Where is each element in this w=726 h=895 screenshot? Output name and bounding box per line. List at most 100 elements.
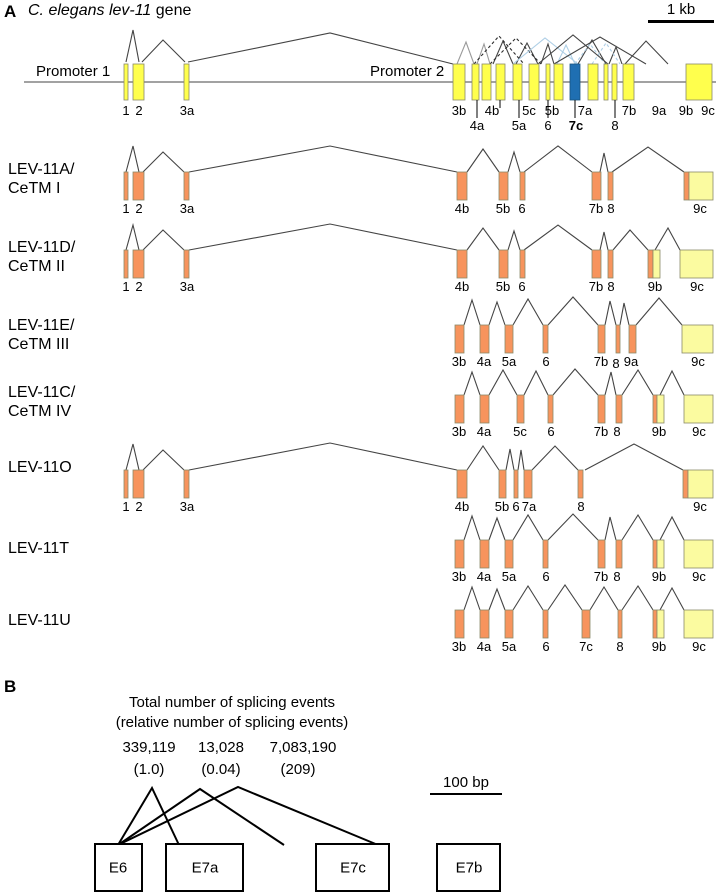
lev11e-exon-label-3b: 3b: [451, 354, 467, 369]
panel-b-count-2: 13,028: [198, 739, 244, 756]
gene-exon-label-4a: 4a: [469, 118, 485, 133]
panel-a-title: C. elegans lev-11 gene: [28, 2, 191, 20]
track-lev11u: [454, 584, 714, 639]
lev11e-exon-label-4a: 4a: [476, 354, 492, 369]
panel-b-box-label-e6: E6: [108, 859, 128, 877]
gene-exon-label-3b: 3b: [451, 103, 467, 118]
gene-exon-label-9b: 9b: [678, 103, 694, 118]
track-lev11c: [454, 368, 714, 424]
lev11d-exon-label-4b: 4b: [454, 279, 470, 294]
panel-b-relative-2: (0.04): [201, 761, 241, 778]
track-label-lev11a-line1: LEV-11A/: [8, 161, 75, 178]
scale-bar-1kb: 1 kb: [648, 2, 714, 23]
gene-exon-label-5b: 5b: [544, 103, 560, 118]
lev11e-exon-label-9a: 9a: [623, 354, 639, 369]
gene-exon-ticks: [476, 100, 616, 118]
lev11u-exon-label-9c: 9c: [692, 639, 706, 654]
scale-bar-100bp-label: 100 bp: [443, 774, 489, 791]
gene-exon-label-1: 1: [122, 103, 130, 118]
lev11u-exon-label-9b: 9b: [651, 639, 667, 654]
lev11o-exon-label-7a: 7a: [521, 499, 537, 514]
gene-exons: [123, 63, 713, 101]
gene-exon-label-6: 6: [544, 118, 552, 133]
panel-b-box-label-e7b: E7b: [455, 859, 483, 877]
lev11c-exon-label-5c: 5c: [513, 424, 527, 439]
lev11c-exon-label-8: 8: [613, 424, 621, 439]
gene-exon-label-3a: 3a: [179, 103, 195, 118]
lev11a-exon-label-9c: 9c: [693, 201, 707, 216]
lev11t-exon-label-5a: 5a: [501, 569, 517, 584]
panel-b-box-e7c: [315, 843, 390, 892]
lev11t-exon-label-9b: 9b: [651, 569, 667, 584]
panel-a-title-gene: lev-11: [108, 2, 152, 19]
lev11u-exon-label-6: 6: [542, 639, 550, 654]
panel-b-box-label-e7a: E7a: [191, 859, 219, 877]
lev11c-exon-label-4a: 4a: [476, 424, 492, 439]
scale-bar-1kb-line: [648, 20, 714, 23]
panel-a-title-suffix: gene: [151, 2, 192, 19]
track-lev11d: [123, 222, 714, 279]
track-label-lev11c-line1: LEV-11C/: [8, 384, 76, 401]
panel-b-count-3: 7,083,190: [269, 739, 337, 756]
panel-b-caption-line2: (relative number of splicing events): [115, 714, 349, 731]
panel-b-box-label-e7c: E7c: [340, 859, 366, 877]
lev11t-exon-label-6: 6: [542, 569, 550, 584]
gene-exon-label-7a: 7a: [577, 103, 593, 118]
panel-b-box-e7a: [165, 843, 244, 892]
lev11a-exon-label-4b: 4b: [454, 201, 470, 216]
lev11c-exon-label-7b: 7b: [593, 424, 609, 439]
lev11e-exon-label-5a: 5a: [501, 354, 517, 369]
lev11c-exon-label-9b: 9b: [651, 424, 667, 439]
track-label-lev11d-line1: LEV-11D/: [8, 239, 76, 256]
lev11u-exon-label-8: 8: [616, 639, 624, 654]
track-lev11o: [123, 442, 714, 499]
lev11o-exon-label-1: 1: [122, 499, 130, 514]
lev11d-exon-label-5b: 5b: [495, 279, 511, 294]
lev11d-exon-label-9c: 9c: [690, 279, 704, 294]
lev11o-exon-label-5b: 5b: [494, 499, 510, 514]
lev11c-exon-label-9c: 9c: [692, 424, 706, 439]
gene-intron-lines: [125, 29, 669, 65]
lev11u-exon-label-7c: 7c: [579, 639, 593, 654]
panel-b-box-e7b: [436, 843, 501, 892]
track-lev11e: [454, 296, 714, 354]
lev11o-exon-label-6: 6: [512, 499, 520, 514]
lev11a-exon-label-7b: 7b: [588, 201, 604, 216]
lev11a-exon-label-3a: 3a: [179, 201, 195, 216]
panel-b-letter: B: [4, 677, 17, 696]
lev11t-exon-label-7b: 7b: [593, 569, 609, 584]
lev11t-exon-label-4a: 4a: [476, 569, 492, 584]
lev11a-exon-label-2: 2: [135, 201, 143, 216]
lev11a-exon-label-5b: 5b: [495, 201, 511, 216]
lev11t-exon-label-9c: 9c: [692, 569, 706, 584]
lev11o-exon-label-3a: 3a: [179, 499, 195, 514]
lev11e-exon-label-9c: 9c: [691, 354, 705, 369]
lev11a-exon-label-6: 6: [518, 201, 526, 216]
lev11d-exon-label-9b: 9b: [647, 279, 663, 294]
lev11d-exon-label-2: 2: [135, 279, 143, 294]
lev11t-exon-label-3b: 3b: [451, 569, 467, 584]
track-label-lev11c-line2: CeTM IV: [8, 403, 72, 420]
lev11c-exon-label-6: 6: [547, 424, 555, 439]
lev11o-exon-label-2: 2: [135, 499, 143, 514]
track-label-lev11t: LEV-11T: [8, 540, 70, 557]
track-lev11a: [123, 145, 714, 201]
gene-exon-label-4b: 4b: [484, 103, 500, 118]
gene-exon-label-7b: 7b: [621, 103, 637, 118]
lev11t-exon-label-8: 8: [613, 569, 621, 584]
lev11d-exon-label-8: 8: [607, 279, 615, 294]
lev11c-exon-label-3b: 3b: [451, 424, 467, 439]
lev11a-exon-label-8: 8: [607, 201, 615, 216]
lev11e-exon-label-7b: 7b: [593, 354, 609, 369]
track-label-lev11o: LEV-11O: [8, 459, 72, 476]
scale-bar-100bp-line: [430, 793, 502, 795]
gene-exon-label-5a: 5a: [511, 118, 527, 133]
gene-exon-label-5c: 5c: [522, 103, 536, 118]
panel-b-count-1: 339,119: [122, 739, 176, 756]
panel-b-caption-line1: Total number of splicing events: [129, 694, 335, 711]
scale-bar-1kb-label: 1 kb: [666, 1, 696, 18]
lev11d-exon-label-1: 1: [122, 279, 130, 294]
panel-b-box-e6: [94, 843, 143, 892]
